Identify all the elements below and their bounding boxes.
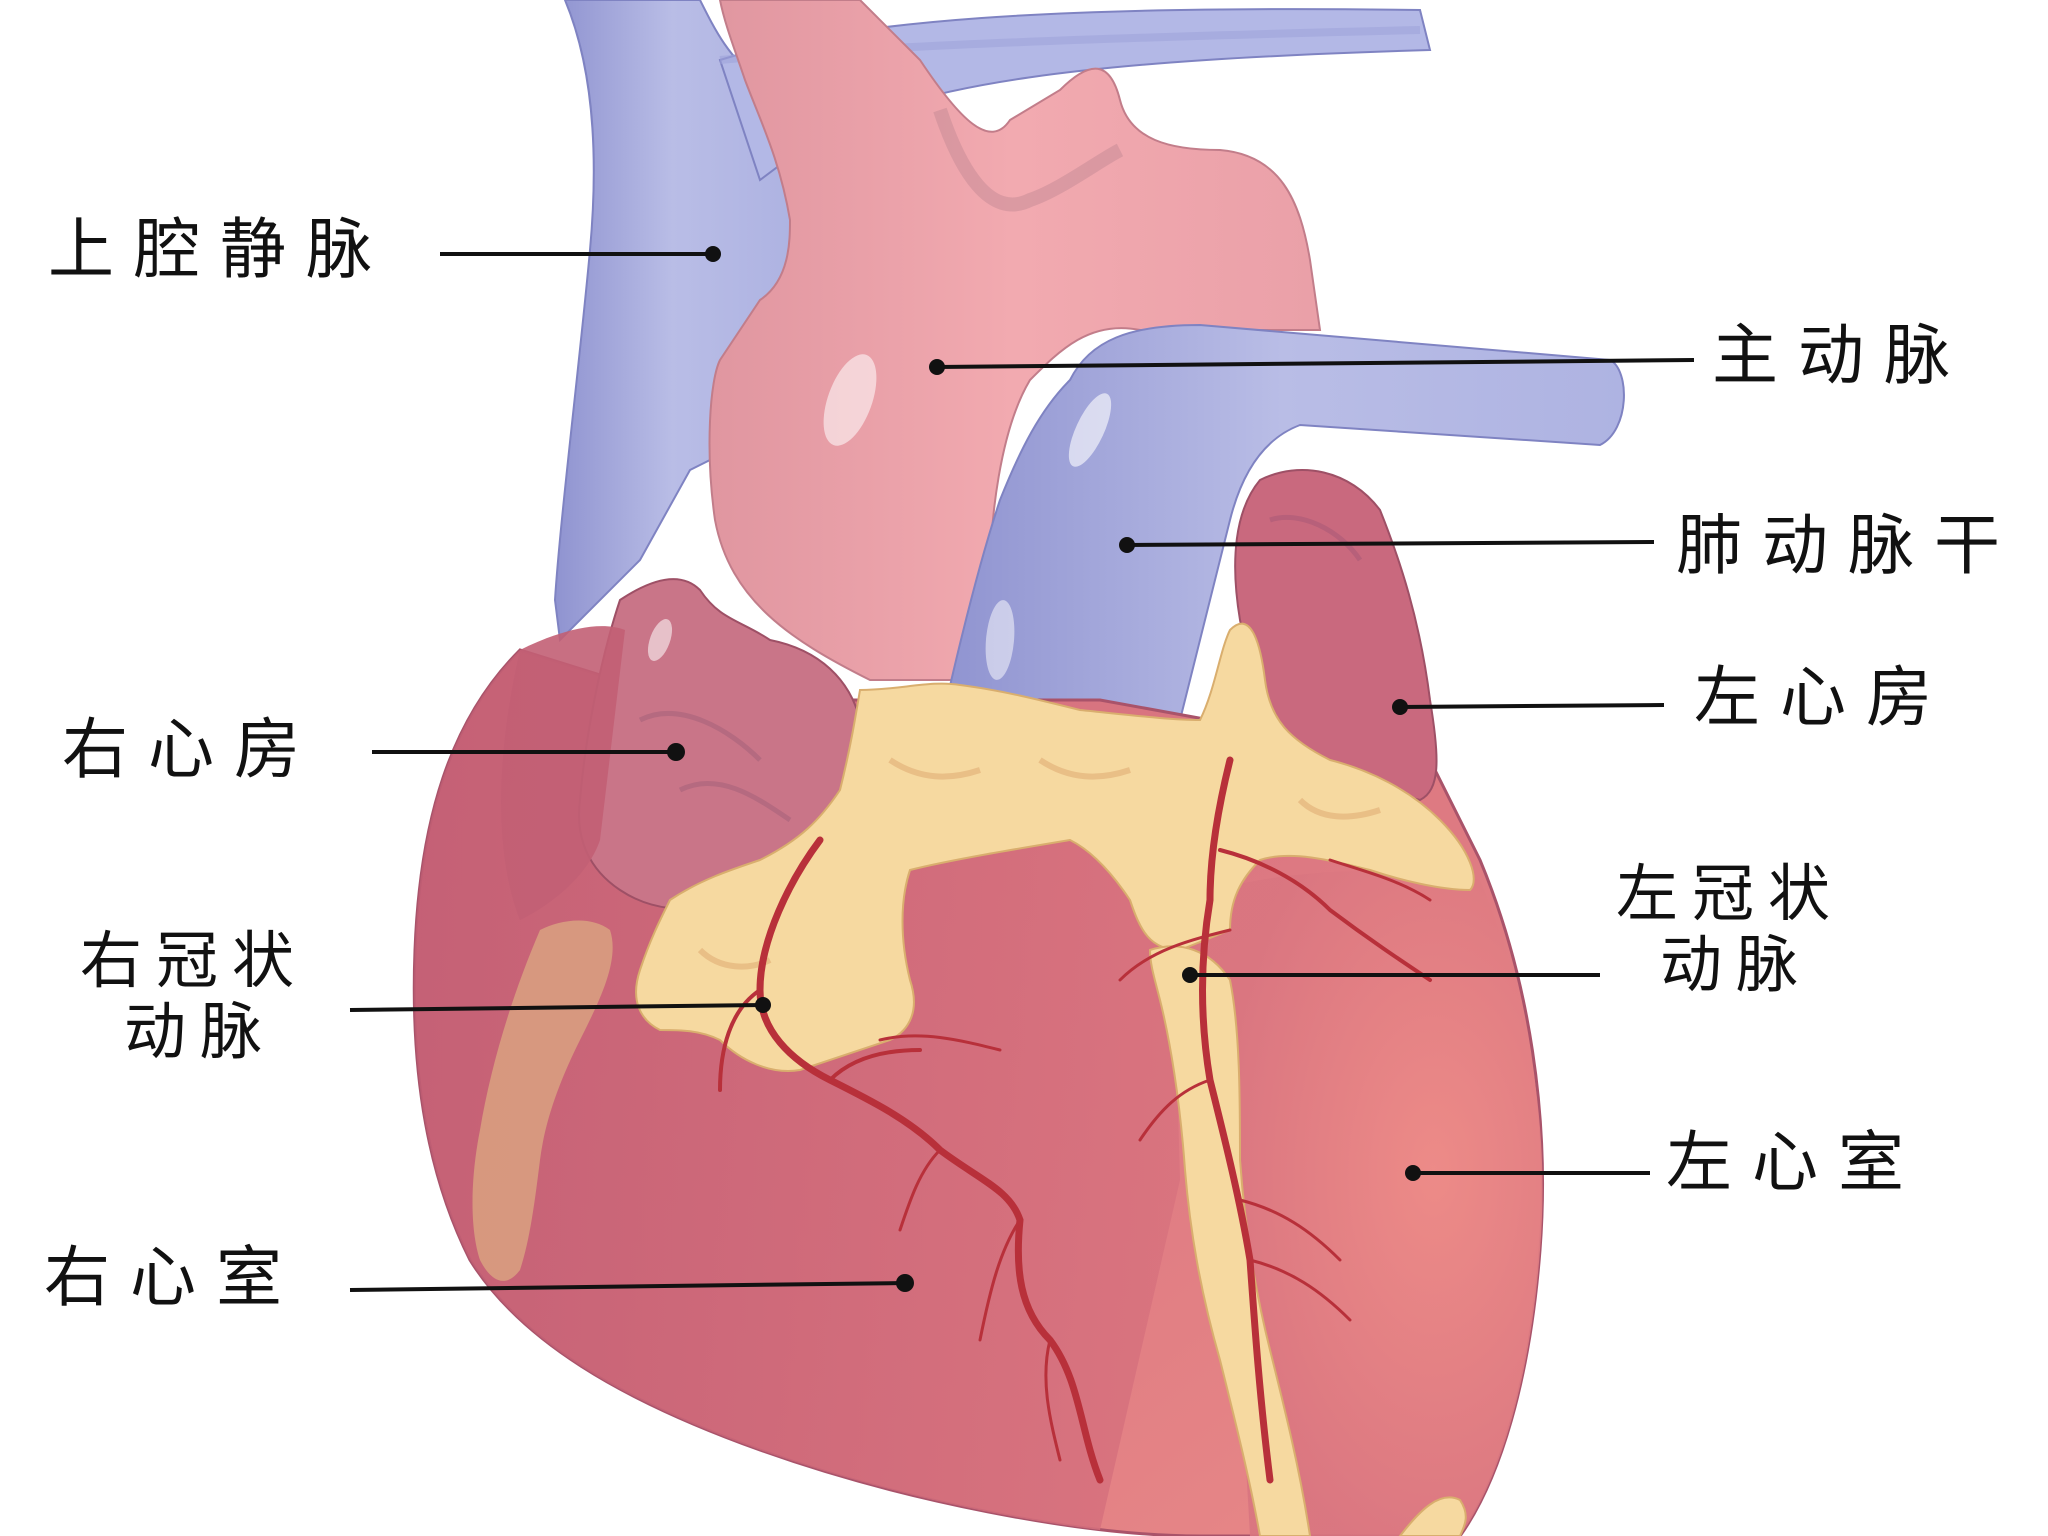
label-right-coronary-line1: 右冠状 bbox=[80, 924, 309, 997]
leader-dots bbox=[667, 246, 1421, 1292]
label-right-coronary: 右冠状 动脉 bbox=[80, 925, 308, 1068]
epicardial-fat-shape bbox=[472, 622, 1475, 1536]
label-aorta: 主动脉 bbox=[1712, 317, 1970, 394]
leader-pulmonary-trunk bbox=[1126, 540, 1655, 547]
label-superior-vena-cava: 上腔静脉 bbox=[48, 211, 392, 288]
leader-lines bbox=[349, 252, 1695, 1292]
label-left-coronary: 左冠状 动脉 bbox=[1616, 858, 1844, 1001]
aorta-shape bbox=[708, 0, 1322, 681]
dot-right-coronary bbox=[755, 997, 771, 1013]
dot-pulmonary-trunk bbox=[1119, 537, 1135, 553]
pulmonary-trunk-shape bbox=[938, 323, 1625, 732]
dot-left-atrium bbox=[1392, 699, 1408, 715]
left-atrium-shape bbox=[1234, 469, 1438, 802]
leader-left-atrium bbox=[1399, 703, 1665, 709]
label-right-ventricle: 右心室 bbox=[44, 1239, 302, 1316]
dot-left-coronary bbox=[1182, 967, 1198, 983]
leader-right-ventricle bbox=[349, 1281, 906, 1292]
dot-superior-vena-cava bbox=[705, 246, 721, 262]
dot-right-atrium bbox=[667, 743, 685, 761]
dot-aorta bbox=[929, 359, 945, 375]
dot-right-ventricle bbox=[896, 1274, 914, 1292]
leader-aorta bbox=[936, 358, 1695, 369]
label-pulmonary-trunk: 肺动脉干 bbox=[1676, 507, 2020, 584]
leader-right-coronary bbox=[349, 1003, 764, 1012]
label-right-coronary-line2: 动脉 bbox=[124, 995, 277, 1069]
coronary-vessels bbox=[718, 756, 1432, 1484]
label-left-atrium: 左心房 bbox=[1694, 659, 1952, 736]
label-left-ventricle: 左心室 bbox=[1666, 1124, 1924, 1201]
label-right-atrium: 右心房 bbox=[62, 711, 320, 788]
dot-left-ventricle bbox=[1405, 1165, 1421, 1181]
label-left-coronary-line1: 左冠状 bbox=[1616, 857, 1845, 930]
label-left-coronary-line2: 动脉 bbox=[1660, 928, 1813, 1002]
